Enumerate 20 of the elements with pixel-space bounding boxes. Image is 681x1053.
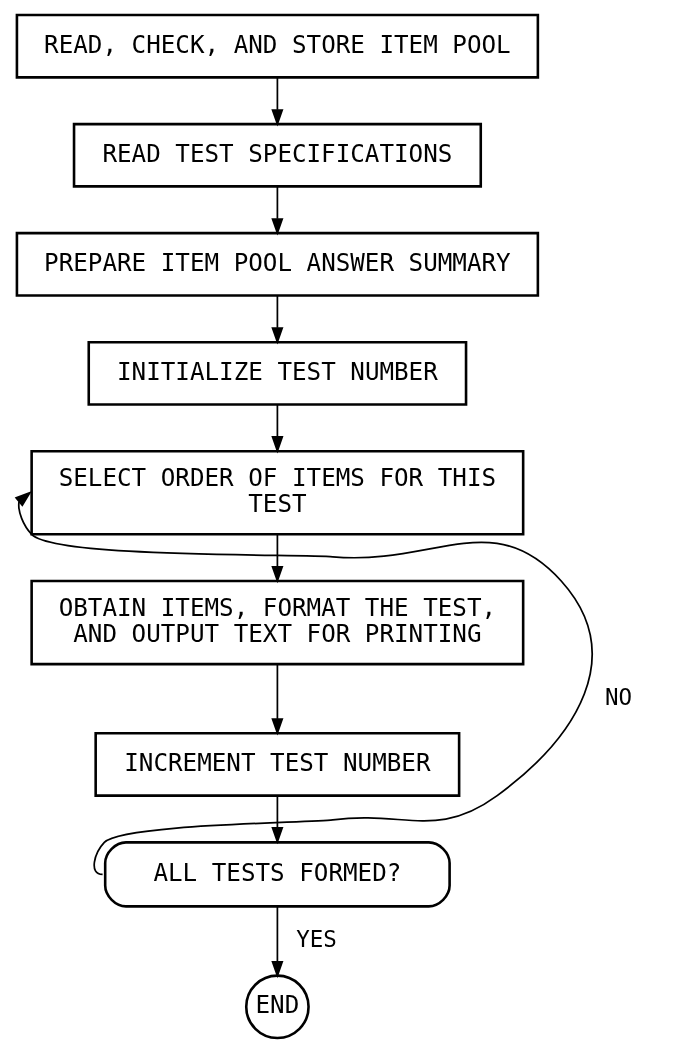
arrow	[270, 663, 283, 736]
arrow	[270, 77, 283, 127]
node-box: READ, CHECK, AND STORE ITEM POOL	[15, 13, 539, 79]
node-box: READ TEST SPECIFICATIONS	[72, 122, 482, 188]
arrow	[270, 905, 283, 979]
node-box: INITIALIZE TEST NUMBER	[86, 340, 467, 406]
arrow	[270, 404, 283, 454]
edge-label: YES	[295, 925, 337, 952]
arrow	[270, 533, 283, 584]
arrow	[270, 795, 283, 845]
node-box: SELECT ORDER OF ITEMS FOR THIS TEST	[29, 449, 524, 536]
arrow	[270, 295, 283, 345]
node-box: ALL TESTS FORMED?	[103, 841, 451, 908]
node-box: INCREMENT TEST NUMBER	[93, 732, 460, 797]
node-circle: END	[244, 974, 310, 1040]
edge-label: NO	[604, 683, 632, 710]
node-box: OBTAIN ITEMS, FORMAT THE TEST, AND OUTPUT TEXT FOR PRINTING	[29, 579, 524, 666]
arrow	[270, 186, 283, 236]
node-box: PREPARE ITEM POOL ANSWER SUMMARY	[15, 231, 539, 297]
arrow	[14, 491, 593, 876]
